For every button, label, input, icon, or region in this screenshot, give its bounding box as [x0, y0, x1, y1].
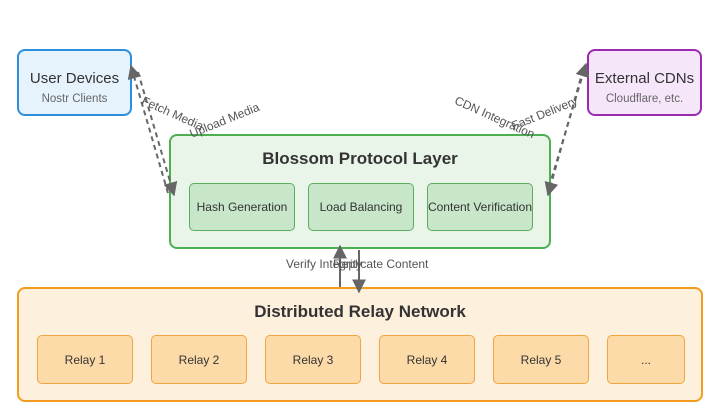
blossom-layer-title: Blossom Protocol Layer [262, 149, 458, 168]
distributed-relay-network: Distributed Relay Network Relay 1 Relay … [17, 287, 703, 402]
user-devices-title: User Devices [29, 70, 120, 87]
module-load-balancing: Load Balancing [308, 183, 414, 231]
user-devices-node: User Devices Nostr Clients [17, 49, 132, 116]
relay-1: Relay 1 [37, 335, 133, 384]
external-cdns-subtitle: Cloudflare, etc. [605, 93, 684, 105]
external-cdns-title: External CDNs [594, 70, 695, 87]
relay-more: ... [607, 335, 685, 384]
module-hash-generation: Hash Generation [189, 183, 295, 231]
label-fast-delivery: Fast Delivery [509, 94, 579, 133]
external-cdns-node: External CDNs Cloudflare, etc. [587, 49, 702, 116]
upload-media-arrow [137, 71, 178, 197]
relay-2: Relay 2 [151, 335, 247, 384]
label-verify-integrity: Verify Integrity [286, 257, 362, 271]
relay-3: Relay 3 [265, 335, 361, 384]
label-replicate-content: Replicate Content [333, 257, 429, 271]
relay-4: Relay 4 [379, 335, 475, 384]
fetch-media-arrow [127, 64, 169, 194]
module-content-verification: Content Verification [427, 183, 533, 231]
fast-delivery-arrow [544, 69, 584, 197]
relay-5: Relay 5 [493, 335, 589, 384]
relay-network-title: Distributed Relay Network [254, 302, 466, 321]
blossom-protocol-layer: Blossom Protocol Layer Hash Generation L… [169, 134, 551, 249]
user-devices-subtitle: Nostr Clients [41, 93, 108, 105]
